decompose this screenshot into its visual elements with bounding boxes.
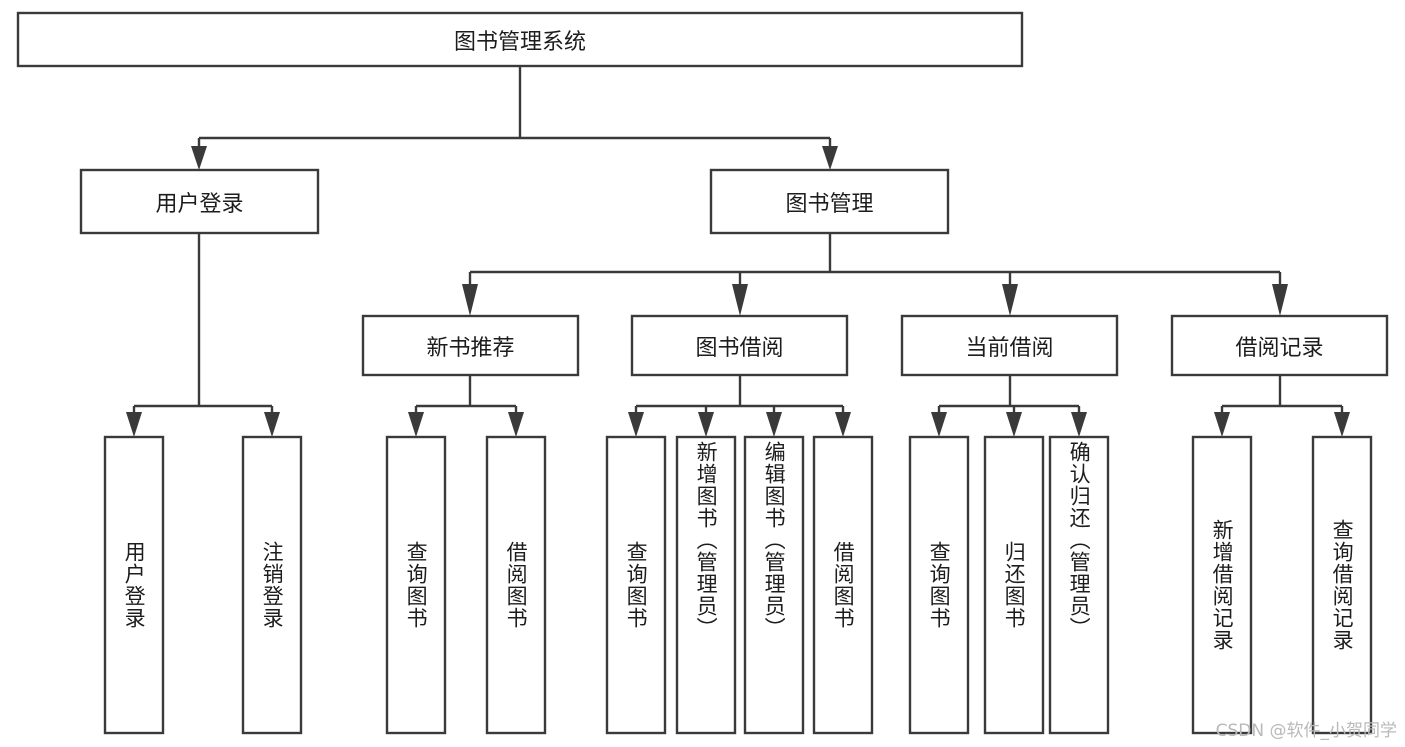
leaf-box-borrow-book-2[interactable] — [812, 435, 874, 735]
leaf-box-query-book-3[interactable] — [908, 435, 970, 735]
leaf-box-user-login[interactable] — [103, 435, 165, 735]
leaf-box-confirm-return[interactable] — [1048, 435, 1110, 735]
arrow-to-leaf-borrow-book-2 — [835, 412, 851, 437]
node-root-box[interactable] — [16, 11, 1024, 68]
leaf-box-add-record[interactable] — [1191, 435, 1253, 735]
arrow-to-user-login — [191, 146, 207, 170]
arrow-to-book-borrow — [732, 284, 748, 316]
node-borrow-record-box[interactable] — [1170, 314, 1389, 377]
arrow-to-leaf-borrow-book-1 — [508, 412, 524, 437]
arrow-to-leaf-logout — [264, 412, 280, 437]
arrow-to-leaf-user-login — [126, 412, 142, 437]
node-book-manage-box[interactable] — [709, 168, 950, 235]
arrow-to-book-manage — [822, 146, 838, 170]
leaf-box-add-book[interactable] — [675, 435, 737, 735]
leaf-box-query-book-2[interactable] — [605, 435, 667, 735]
arrow-to-leaf-query-record — [1334, 412, 1350, 437]
leaf-box-return-book[interactable] — [983, 435, 1045, 735]
arrow-to-leaf-query-book-1 — [408, 412, 424, 437]
node-current-borrow-box[interactable] — [900, 314, 1119, 377]
arrow-to-borrow-record — [1272, 284, 1288, 316]
leaf-box-query-record[interactable] — [1311, 435, 1373, 735]
arrow-to-leaf-edit-book — [766, 412, 782, 437]
node-book-borrow-box[interactable] — [630, 314, 849, 377]
leaf-box-edit-book[interactable] — [743, 435, 805, 735]
arrow-to-new-book-rec — [462, 284, 478, 316]
leaf-box-borrow-book-1[interactable] — [485, 435, 547, 735]
arrow-to-leaf-query-book-2 — [628, 412, 644, 437]
arrow-to-leaf-return-book — [1006, 412, 1022, 437]
node-user-login-box[interactable] — [79, 168, 320, 235]
arrow-to-leaf-add-record — [1214, 412, 1230, 437]
arrow-to-current-borrow — [1002, 284, 1018, 316]
node-new-book-rec-box[interactable] — [361, 314, 580, 377]
leaf-box-logout[interactable] — [241, 435, 303, 735]
arrow-to-leaf-confirm-return — [1071, 412, 1087, 437]
arrow-to-leaf-query-book-3 — [931, 412, 947, 437]
arrow-to-leaf-add-book — [698, 412, 714, 437]
leaf-box-query-book-1[interactable] — [385, 435, 447, 735]
